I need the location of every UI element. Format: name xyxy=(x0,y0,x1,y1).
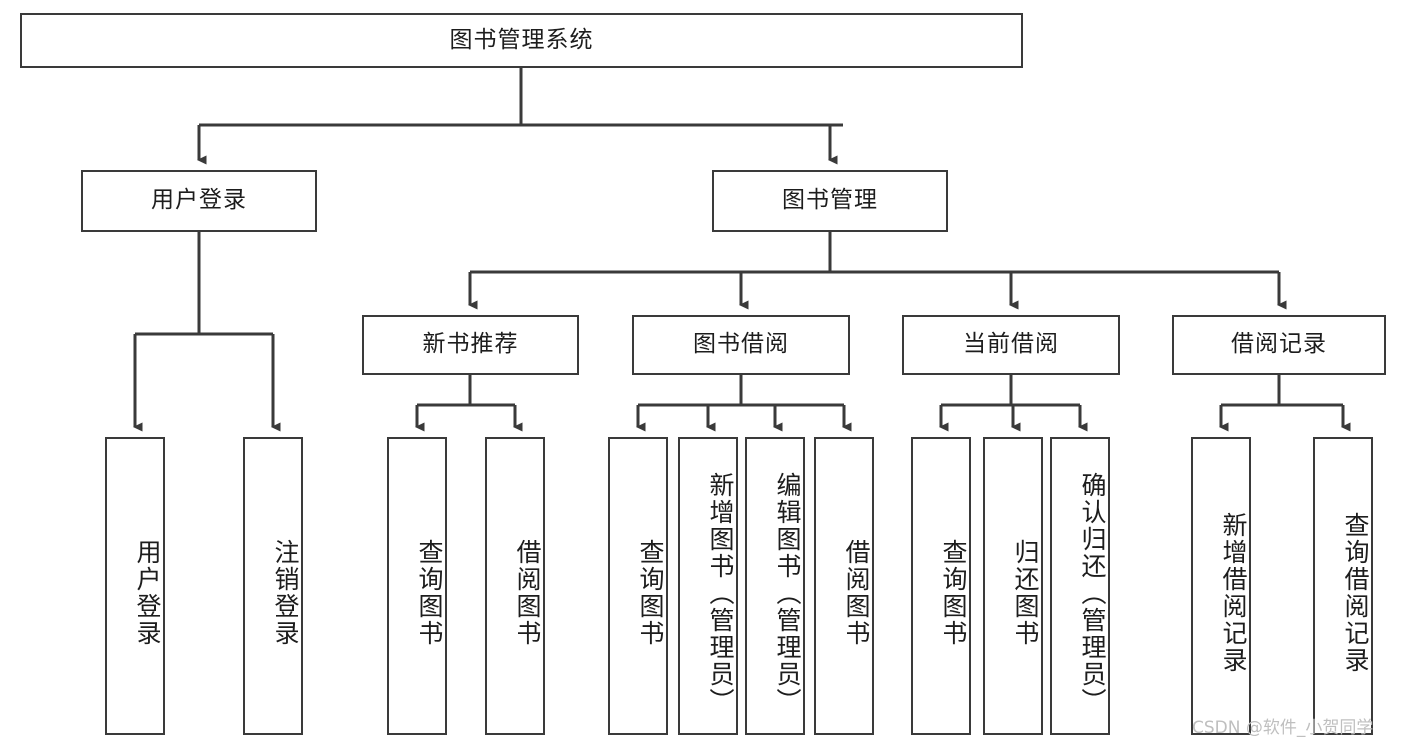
leaf-query-borrow-record-label: 查询借阅记录 xyxy=(1341,512,1370,674)
node-current-borrow[interactable]: 当前借阅 xyxy=(902,315,1120,375)
leaf-query-books-new[interactable]: 查询图书 xyxy=(387,437,447,735)
leaf-query-books-current[interactable]: 查询图书 xyxy=(911,437,971,735)
leaf-add-borrow-record[interactable]: 新增借阅记录 xyxy=(1191,437,1251,735)
leaf-edit-book-admin-label: 编辑图书（管理员） xyxy=(773,471,802,715)
node-borrow-records[interactable]: 借阅记录 xyxy=(1172,315,1386,375)
leaf-user-login[interactable]: 用户登录 xyxy=(105,437,165,735)
leaf-add-book-admin[interactable]: 新增图书（管理员） xyxy=(678,437,738,735)
leaf-query-books-borrow[interactable]: 查询图书 xyxy=(608,437,668,735)
leaf-logout-label: 注销登录 xyxy=(271,539,300,647)
leaf-add-borrow-record-label: 新增借阅记录 xyxy=(1219,512,1248,674)
node-book-management-label: 图书管理 xyxy=(782,187,878,214)
node-borrow-records-label: 借阅记录 xyxy=(1231,331,1327,358)
watermark: CSDN @软件_小贺同学 xyxy=(1192,718,1374,738)
node-new-book-recommend-label: 新书推荐 xyxy=(422,331,519,358)
leaf-borrow-books[interactable]: 借阅图书 xyxy=(814,437,874,735)
leaf-borrow-books-label: 借阅图书 xyxy=(842,539,871,647)
leaf-edit-book-admin[interactable]: 编辑图书（管理员） xyxy=(745,437,805,735)
node-book-management[interactable]: 图书管理 xyxy=(712,170,948,232)
node-book-borrow-label: 图书借阅 xyxy=(693,331,789,358)
node-book-borrow[interactable]: 图书借阅 xyxy=(632,315,850,375)
leaf-query-books-borrow-label: 查询图书 xyxy=(636,539,665,647)
leaf-query-books-new-label: 查询图书 xyxy=(415,539,444,647)
node-new-book-recommend[interactable]: 新书推荐 xyxy=(362,315,579,375)
leaf-confirm-return-admin[interactable]: 确认归还（管理员） xyxy=(1050,437,1110,735)
node-current-borrow-label: 当前借阅 xyxy=(963,331,1059,358)
leaf-logout[interactable]: 注销登录 xyxy=(243,437,303,735)
leaf-borrow-books-new-label: 借阅图书 xyxy=(513,539,542,647)
node-user-login[interactable]: 用户登录 xyxy=(81,170,317,232)
leaf-query-books-current-label: 查询图书 xyxy=(939,539,968,647)
node-root-label: 图书管理系统 xyxy=(449,26,594,53)
leaf-return-books-label: 归还图书 xyxy=(1011,539,1040,647)
node-root[interactable]: 图书管理系统 xyxy=(20,13,1023,68)
leaf-user-login-label: 用户登录 xyxy=(133,539,162,647)
leaf-return-books[interactable]: 归还图书 xyxy=(983,437,1043,735)
leaf-add-book-admin-label: 新增图书（管理员） xyxy=(706,471,735,715)
node-user-login-label: 用户登录 xyxy=(151,187,247,214)
leaf-confirm-return-admin-label: 确认归还（管理员） xyxy=(1078,471,1107,715)
leaf-borrow-books-new[interactable]: 借阅图书 xyxy=(485,437,545,735)
leaf-query-borrow-record[interactable]: 查询借阅记录 xyxy=(1313,437,1373,735)
